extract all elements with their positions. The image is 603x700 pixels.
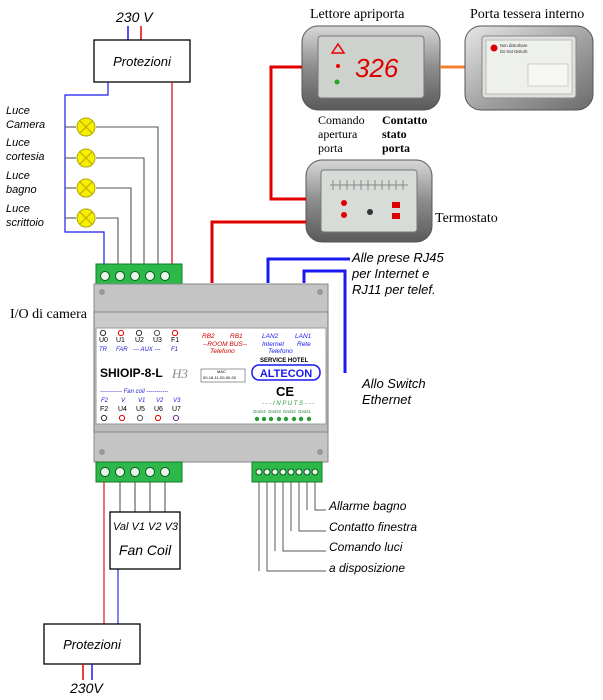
rj45-note-2: per Internet e	[351, 266, 429, 281]
switch-note-2: Ethernet	[362, 392, 413, 407]
fc-bot-u7: U7	[172, 406, 181, 413]
top-protection-box: Protezioni	[93, 39, 191, 83]
brand-label: ALTECON	[260, 368, 312, 380]
in-gnd-2: Gnd	[283, 409, 292, 414]
reader-note-left-3: porta	[318, 141, 343, 155]
lan2-label: LAN2	[262, 333, 279, 340]
in-i1: I1	[307, 409, 311, 414]
lan-phone-label: Telefono	[268, 348, 293, 355]
lan1-label: LAN1	[295, 333, 312, 340]
desc-far: FAR	[116, 347, 128, 353]
rj45-note-3: RJ11 per telef.	[352, 282, 436, 297]
model-suffix: H3	[171, 366, 188, 381]
fancoil-title: ----------- Fan coil -----------	[100, 389, 168, 395]
card-holder-text1: Non disturbare	[500, 43, 528, 48]
reader-note-left-1: Comando	[318, 113, 365, 127]
bell-icon	[330, 42, 346, 54]
fan-coil-box: Val V1 V2 V3 Fan Coil	[109, 511, 181, 570]
lamp-label-3a: Luce	[6, 170, 30, 182]
input-label-3: Comando luci	[329, 540, 403, 554]
rj45-note-1: Alle prese RJ45	[351, 250, 445, 265]
in-gnd-4: Gnd	[253, 409, 262, 414]
term-f1: F1	[171, 337, 179, 344]
thermostat-device	[305, 159, 433, 243]
io-label: I/O di camera	[10, 307, 88, 322]
input-label-4: a disposizione	[329, 561, 405, 575]
term-u0: U0	[99, 337, 108, 344]
term-u1: U1	[116, 337, 125, 344]
card-holder-text2: Do Not Disturb	[500, 49, 528, 54]
room-bus-phone-label: Telefono	[210, 348, 235, 355]
inputs-title: - - - I N P U T S - - -	[262, 401, 314, 407]
reader-note-left-2: apertura	[318, 127, 358, 141]
reader-note-right-2: stato	[382, 127, 407, 141]
ce-mark: CE	[276, 384, 294, 399]
lan-rete-label: Rete	[297, 341, 311, 348]
fc-bot-u5: U5	[136, 406, 145, 413]
lamp-label-4b: scrittoio	[6, 217, 44, 229]
lamp-label-2b: cortesia	[6, 151, 45, 163]
reader-display: 326	[355, 53, 399, 83]
lamp-label-1a: Luce	[6, 105, 30, 117]
lamp-label-3b: bagno	[6, 184, 37, 196]
top-terminal-block	[95, 263, 183, 285]
input-label-2: Contatto finestra	[329, 520, 417, 534]
fc-top-v3: V3	[173, 398, 181, 404]
lamp-camera-icon	[76, 117, 96, 137]
lamp-label-4a: Luce	[6, 203, 30, 215]
fc-top-f2: F2	[101, 398, 109, 404]
bottom-voltage: 230V	[69, 680, 104, 696]
in-i3: I3	[277, 409, 281, 414]
rb1-label: RB1	[230, 333, 243, 340]
room-bus-label: --ROOM BUS--	[203, 341, 248, 348]
fc-bot-u6: U6	[154, 406, 163, 413]
fc-top-v2: V2	[156, 398, 164, 404]
lamp-label-1b: Camera	[6, 119, 45, 131]
switch-note-1: Allo Switch	[361, 376, 426, 391]
fc-top-v1: V1	[138, 398, 145, 404]
reader-note-right-1: Contatto	[382, 113, 427, 127]
lamp-cortesia-icon	[76, 148, 96, 168]
service-label: SERVICE HOTEL	[260, 358, 309, 364]
in-gnd-3: Gnd	[268, 409, 277, 414]
in-i2: I2	[292, 409, 296, 414]
lan-internet-label: Internet	[262, 341, 285, 348]
bottom-left-terminal-block	[95, 461, 183, 483]
lamp-bagno-icon	[76, 178, 96, 198]
rb2-label: RB2	[202, 333, 215, 340]
desc-tr: TR	[99, 347, 108, 353]
bottom-protection-box: Protezioni	[43, 623, 141, 665]
reader-title: Lettore apriporta	[310, 7, 405, 22]
fan-coil-terminals: Val V1 V2 V3	[113, 521, 179, 533]
door-reader-device: 326	[301, 25, 441, 111]
bottom-protection-label: Protezioni	[63, 637, 122, 652]
top-protection-label: Protezioni	[113, 54, 172, 69]
in-i4: I4	[262, 409, 266, 414]
term-u2: U2	[135, 337, 144, 344]
top-voltage: 230 V	[115, 9, 154, 25]
input-label-1: Allarme bagno	[328, 499, 407, 513]
mac-value: 00-16-11-00-00-00	[203, 375, 237, 380]
desc-aux: --- AUX ---	[133, 347, 160, 353]
bottom-right-terminal-block	[251, 461, 323, 483]
lamp-label-2a: Luce	[6, 137, 30, 149]
term-u3: U3	[153, 337, 162, 344]
lamp-scrittoio-icon	[76, 208, 96, 228]
brand-badge: ALTECON	[251, 364, 321, 381]
card-holder-device: Non disturbare Do Not Disturb	[464, 25, 594, 111]
card-holder-title: Porta tessera interno	[470, 7, 584, 22]
thermostat-label: Termostato	[435, 211, 498, 226]
fc-bot-f2: F2	[100, 406, 108, 413]
fc-top-v: V	[121, 398, 126, 404]
fc-bot-u4: U4	[118, 406, 127, 413]
model-label: SHIOIP-8-L	[100, 366, 163, 380]
mac-label: MAC	[217, 369, 226, 374]
desc-f1: F1	[171, 347, 178, 353]
in-gnd-1: Gnd	[298, 409, 307, 414]
fan-coil-name: Fan Coil	[119, 542, 172, 558]
do-not-disturb-icon	[490, 44, 498, 52]
reader-note-right-3: porta	[382, 141, 410, 155]
